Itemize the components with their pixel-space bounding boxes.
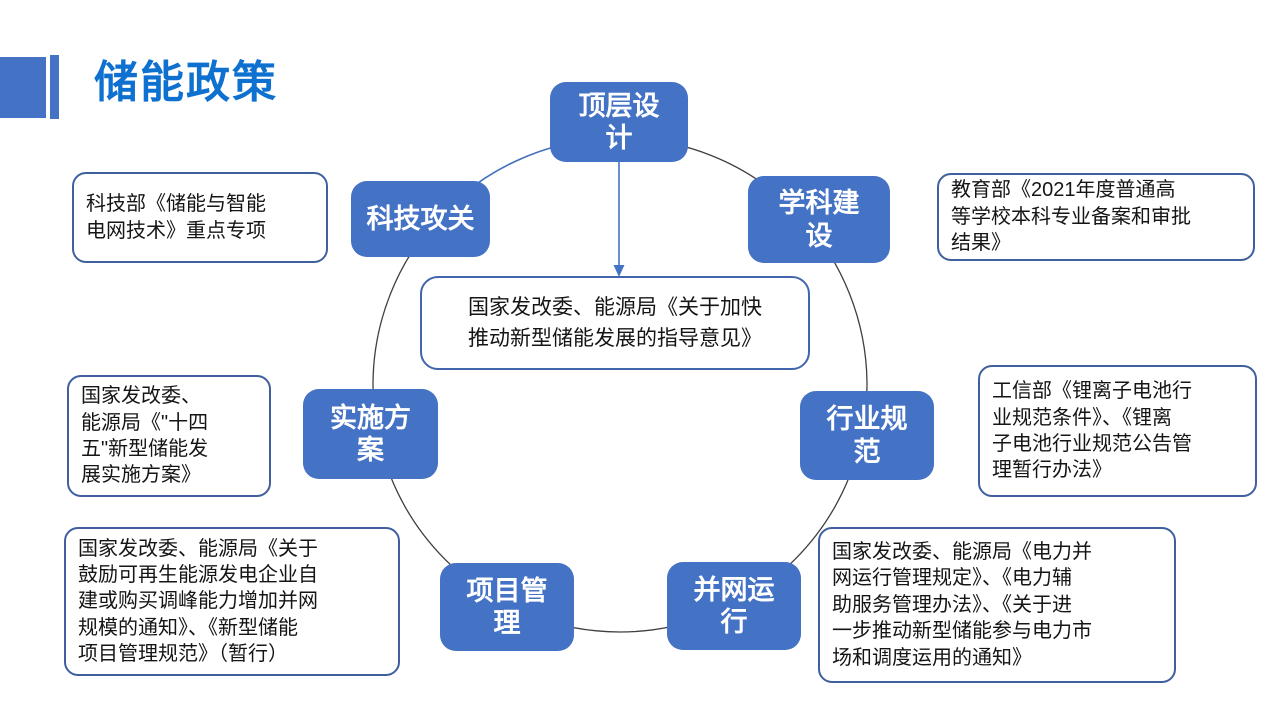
node-discipline-construction: 学科建 设 xyxy=(748,176,890,263)
callout-implementation-policy: 国家发改委、 能源局《"十四 五"新型储能发 展实施方案》 xyxy=(67,375,271,497)
node-project-management: 项目管 理 xyxy=(440,563,574,651)
center-guidance-box: 国家发改委、能源局《关于加快 推动新型储能发展的指导意见》 xyxy=(420,276,810,370)
callout-discipline-policy: 教育部《2021年度普通高 等学校本科专业备案和审批 结果》 xyxy=(937,173,1255,261)
title-accent-square xyxy=(0,57,46,118)
page-title: 储能政策 xyxy=(94,58,278,107)
node-tech-research: 科技攻关 xyxy=(351,181,490,257)
node-implementation-plan: 实施方 案 xyxy=(303,389,438,479)
callout-tech-research-policy: 科技部《储能与智能 电网技术》重点专项 xyxy=(72,172,328,263)
callout-project-management-policy: 国家发改委、能源局《关于 鼓励可再生能源发电企业自 建或购买调峰能力增加并网 规… xyxy=(64,527,400,676)
node-top-level-design: 顶层设 计 xyxy=(550,82,688,162)
title-accent-bar xyxy=(50,55,59,119)
node-industry-standards: 行业规 范 xyxy=(800,391,934,480)
callout-grid-operation-policy: 国家发改委、能源局《电力并 网运行管理规定》、《电力辅 助服务管理办法》、《关于… xyxy=(818,527,1176,683)
callout-industry-standard-policy: 工信部《锂离子电池行 业规范条件》、《锂离 子电池行业规范公告管 理暂行办法》 xyxy=(978,365,1257,497)
node-grid-operation: 并网运 行 xyxy=(667,562,801,650)
center-arrow-head-icon xyxy=(613,265,625,277)
